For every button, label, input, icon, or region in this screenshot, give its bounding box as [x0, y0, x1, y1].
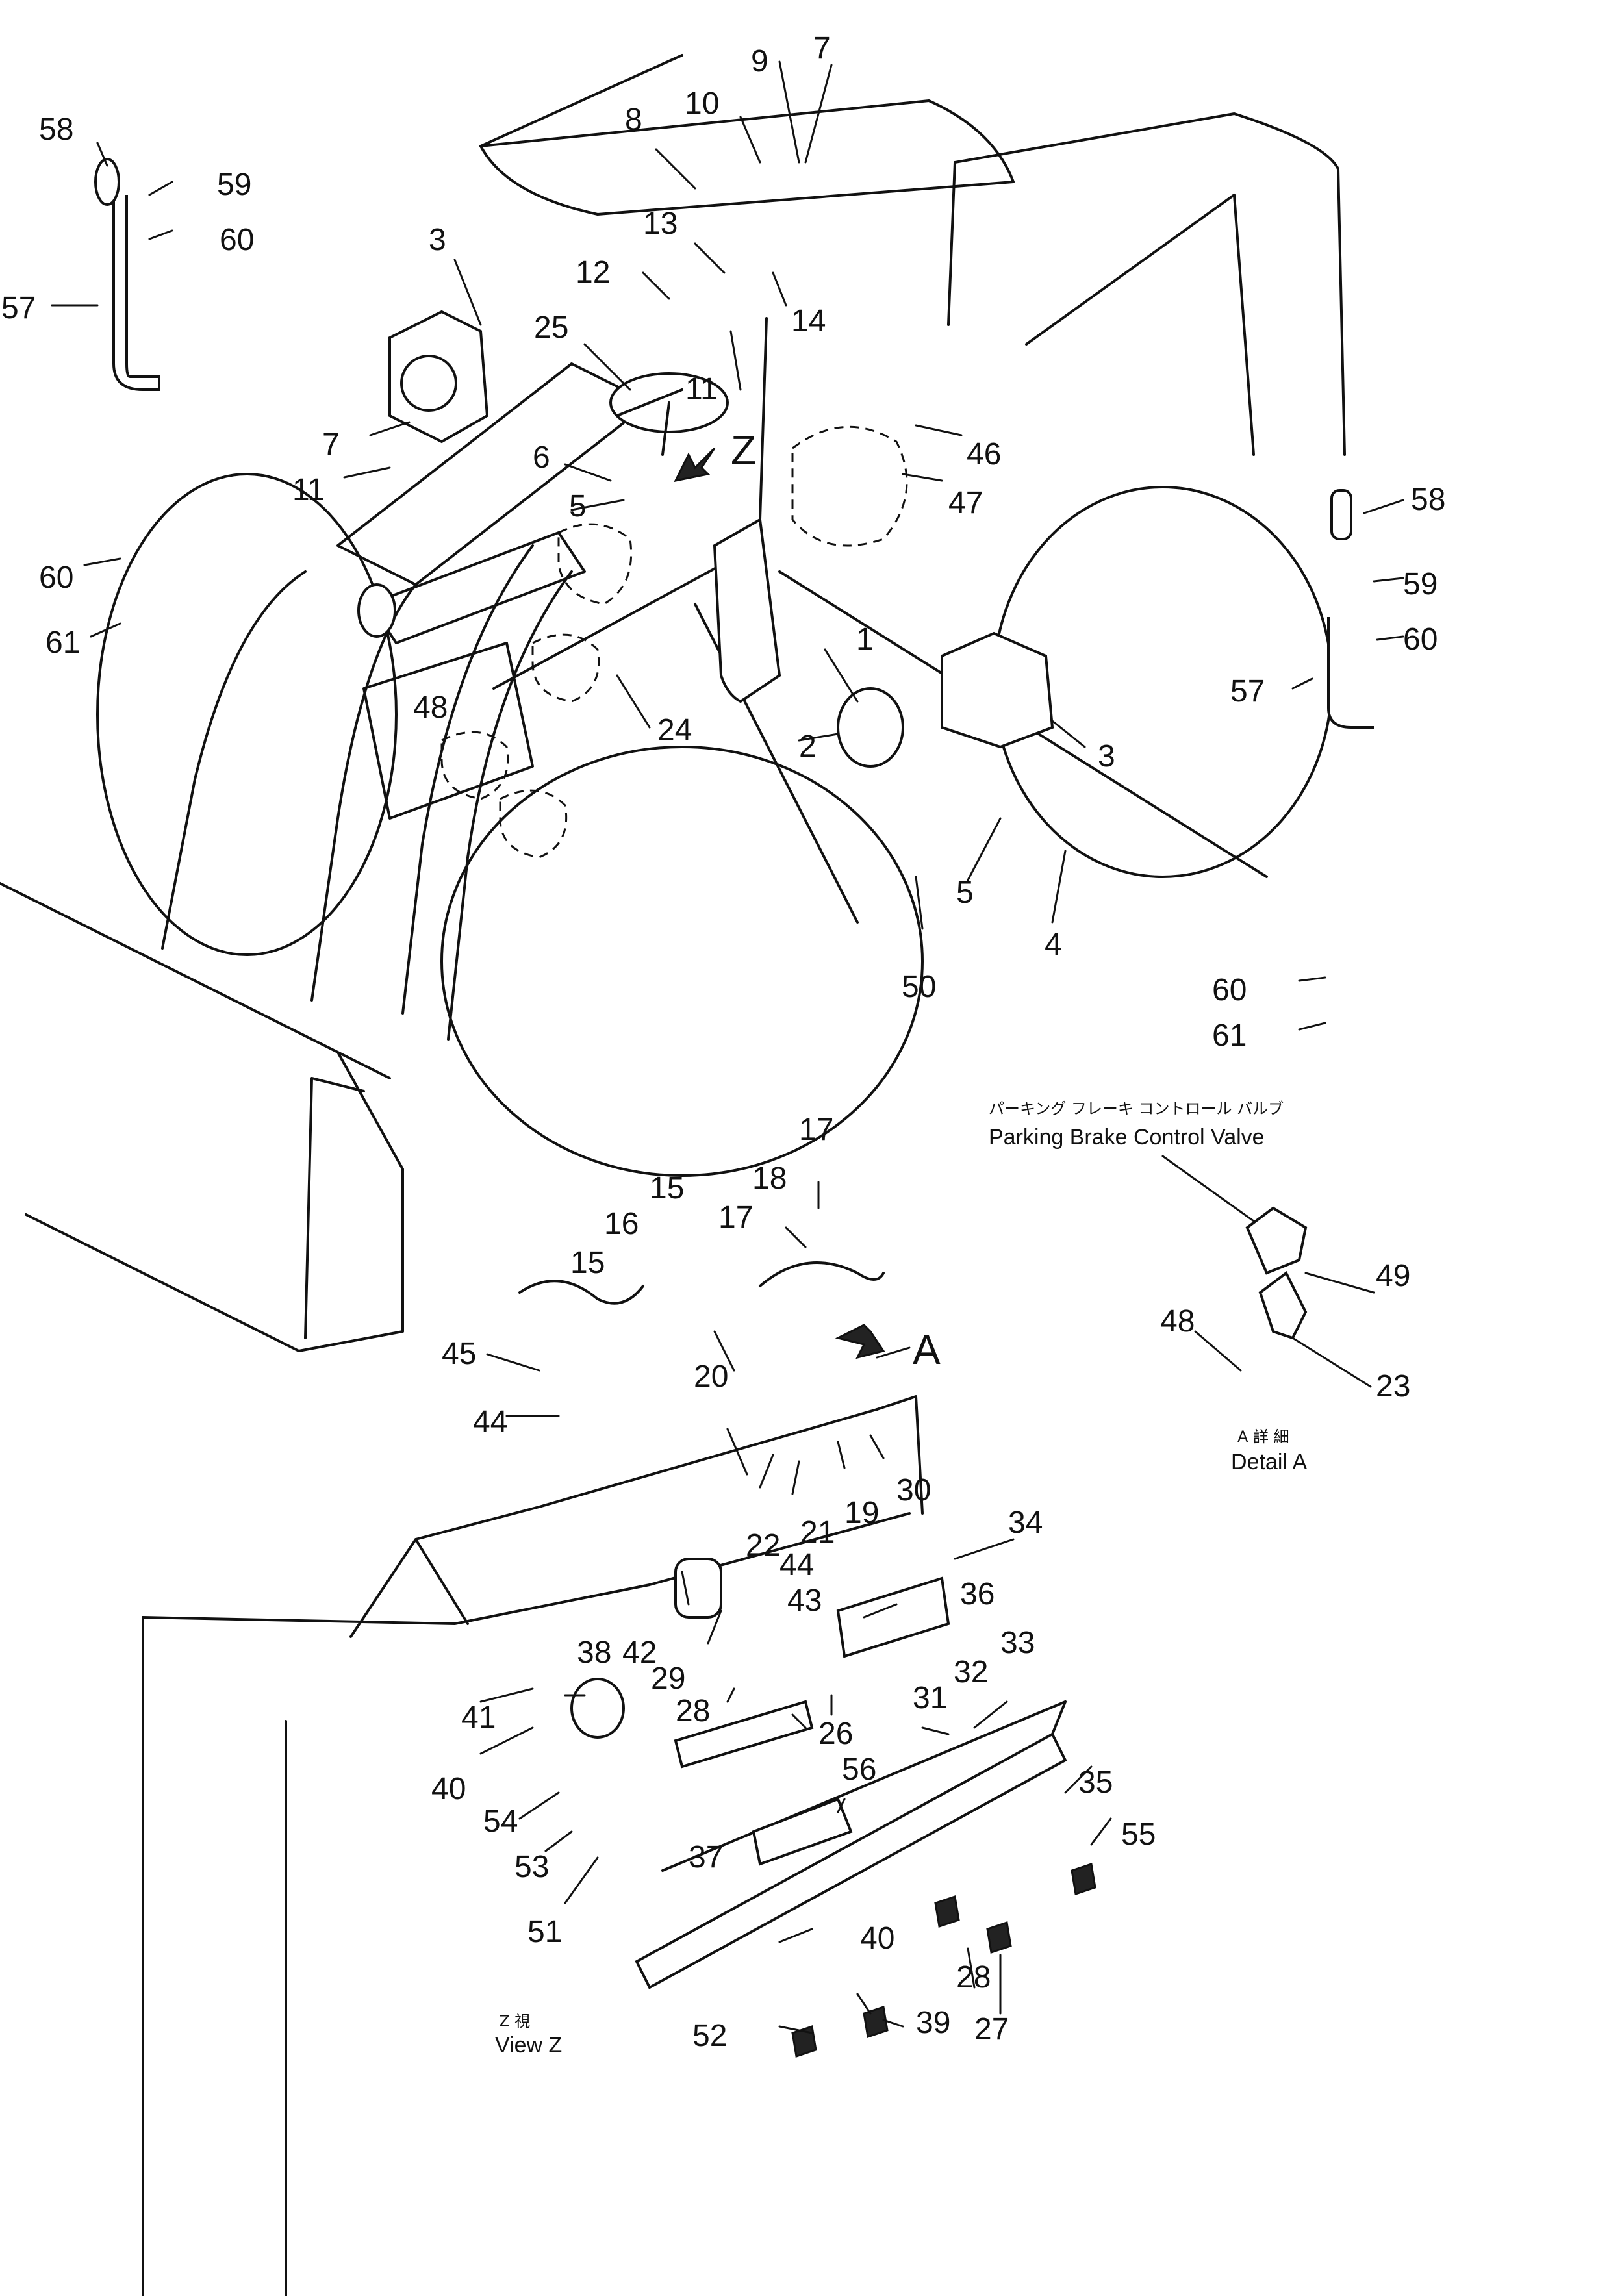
part-label-34: 34	[1008, 1506, 1043, 1540]
part-label-12: 12	[576, 255, 610, 290]
part-label-14: 14	[791, 304, 826, 338]
part-label-47: 47	[948, 486, 983, 520]
view-z-marker: Z	[731, 427, 756, 473]
part-label-54: 54	[483, 1804, 518, 1839]
part-label-5: 5	[956, 876, 974, 910]
part-label-61: 61	[1212, 1018, 1247, 1053]
part-label-17: 17	[718, 1200, 753, 1235]
part-label-48: 48	[1160, 1304, 1195, 1339]
part-label-13: 13	[643, 207, 678, 241]
part-label-11: 11	[685, 372, 718, 407]
part-label-37: 37	[689, 1840, 723, 1874]
part-label-16: 16	[604, 1207, 639, 1241]
part-label-30: 30	[896, 1473, 931, 1508]
part-label-39: 39	[916, 2006, 950, 2040]
part-label-60: 60	[39, 561, 73, 595]
part-label-58: 58	[39, 112, 73, 147]
part-label-60: 60	[1403, 622, 1438, 657]
part-label-2: 2	[799, 729, 817, 764]
view-marker-arrows	[674, 447, 885, 1359]
parking-brake-caption-jp: パーキング フレーキ コントロール バルブ	[989, 1100, 1284, 1118]
part-label-3: 3	[1098, 739, 1115, 774]
part-label-4: 4	[1045, 927, 1062, 962]
part-label-58: 58	[1411, 483, 1445, 517]
part-label-57: 57	[1230, 674, 1265, 709]
part-label-6: 6	[533, 440, 550, 475]
part-labels: 1 2 3 3 4 5 5 6 7 7 8 9 10 11 11 12 13 1…	[1, 31, 1445, 2053]
detail-a-arrow	[835, 1324, 885, 1359]
view-z-caption: View Z	[495, 2033, 562, 2058]
part-label-60: 60	[1212, 973, 1247, 1007]
part-label-52: 52	[692, 2019, 727, 2053]
part-label-27: 27	[974, 2012, 1009, 2047]
part-label-7: 7	[813, 31, 831, 66]
part-label-5: 5	[569, 489, 587, 524]
part-label-15: 15	[650, 1171, 684, 1205]
part-label-10: 10	[685, 86, 719, 121]
part-label-3: 3	[429, 223, 446, 257]
part-label-45: 45	[442, 1337, 476, 1371]
part-label-35: 35	[1078, 1765, 1113, 1800]
part-label-23: 23	[1376, 1369, 1410, 1404]
part-label-19: 19	[844, 1496, 879, 1530]
part-label-15: 15	[570, 1246, 605, 1280]
part-label-53: 53	[514, 1850, 549, 1884]
view-z-caption-jp: Z 視	[499, 2012, 530, 2030]
part-label-22: 22	[746, 1528, 780, 1563]
part-label-29: 29	[651, 1661, 685, 1696]
part-label-28: 28	[956, 1960, 991, 1995]
machine-outline	[0, 54, 1374, 2296]
part-label-61: 61	[45, 625, 80, 660]
parking-brake-caption: Parking Brake Control Valve	[989, 1125, 1265, 1150]
part-label-50: 50	[902, 970, 936, 1004]
part-label-11: 11	[292, 473, 325, 507]
part-label-44: 44	[473, 1405, 507, 1439]
part-label-21: 21	[800, 1515, 835, 1550]
part-label-56: 56	[842, 1752, 876, 1787]
view-z-arrow	[674, 447, 716, 483]
part-label-60: 60	[220, 223, 254, 257]
part-label-48: 48	[413, 690, 448, 725]
part-label-36: 36	[960, 1577, 995, 1611]
part-label-20: 20	[694, 1359, 728, 1394]
part-label-25: 25	[534, 310, 568, 345]
part-label-42: 42	[622, 1635, 657, 1670]
part-label-31: 31	[913, 1681, 947, 1715]
part-label-59: 59	[217, 168, 251, 202]
part-label-33: 33	[1000, 1626, 1035, 1660]
leader-lines	[51, 60, 1404, 2034]
part-label-44: 44	[779, 1548, 814, 1582]
part-label-28: 28	[676, 1694, 710, 1728]
detail-a-caption: Detail A	[1231, 1450, 1307, 1474]
part-label-26: 26	[818, 1717, 853, 1751]
part-label-43: 43	[787, 1583, 822, 1618]
captions: パーキング フレーキ コントロール バルブ Parking Brake Cont…	[495, 1100, 1307, 2058]
part-label-1: 1	[856, 622, 874, 657]
part-label-51: 51	[527, 1915, 562, 1949]
part-label-24: 24	[657, 713, 692, 748]
detail-a-caption-jp: A 詳 細	[1237, 1428, 1289, 1446]
part-label-7: 7	[322, 427, 340, 462]
detail-a-marker: A	[913, 1326, 941, 1373]
part-label-40: 40	[860, 1921, 894, 1956]
part-label-17: 17	[799, 1113, 833, 1147]
part-label-32: 32	[954, 1655, 988, 1689]
part-label-57: 57	[1, 291, 36, 325]
part-label-49: 49	[1376, 1259, 1410, 1293]
part-label-59: 59	[1403, 567, 1438, 601]
part-label-40: 40	[431, 1772, 466, 1806]
part-label-38: 38	[577, 1635, 611, 1670]
part-label-8: 8	[625, 103, 642, 137]
part-label-9: 9	[751, 44, 768, 79]
part-label-46: 46	[967, 437, 1001, 472]
part-label-41: 41	[461, 1700, 496, 1735]
part-label-18: 18	[752, 1161, 787, 1196]
part-label-55: 55	[1121, 1817, 1156, 1852]
